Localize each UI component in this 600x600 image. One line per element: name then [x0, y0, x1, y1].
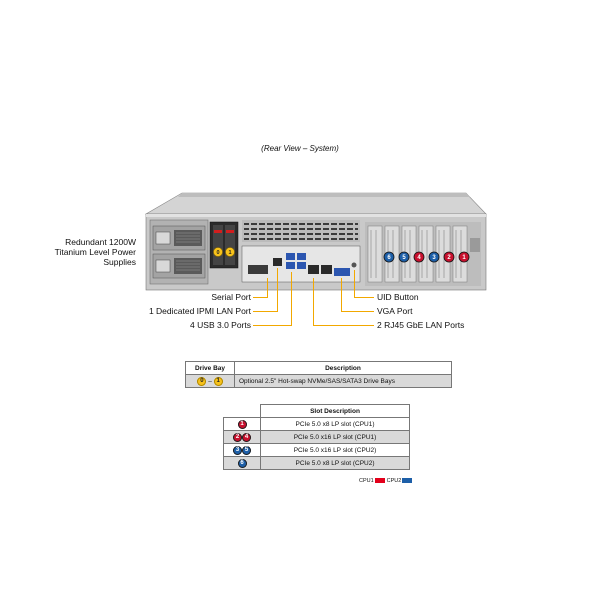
- uid-button-shape: [351, 262, 357, 268]
- svg-text:1: 1: [228, 250, 231, 256]
- callout-usb-v: [291, 272, 292, 326]
- callout-ipmi-h: [253, 311, 278, 312]
- callout-lan-v: [313, 278, 314, 326]
- slot-3-badge: 3: [233, 445, 242, 455]
- drive-bay-table: Drive Bay Description 0 – 1 Optional 2.5…: [185, 361, 452, 388]
- slot-description: PCIe 5.0 x8 LP slot (CPU2): [260, 456, 410, 470]
- slot-badges: 6 5 4 3 2 1: [383, 251, 470, 263]
- label-serial-port: Serial Port: [211, 292, 251, 302]
- slot-6-badge: 6: [237, 458, 247, 468]
- legend-cpu1-label: CPU1: [359, 478, 374, 484]
- slot-2-badge: 2: [233, 432, 242, 442]
- usb-port-shape-1: [286, 253, 295, 260]
- slot-badge-cell: 6: [223, 456, 261, 470]
- slot-description: PCIe 5.0 x16 LP slot (CPU1): [260, 430, 410, 444]
- usb-port-shape-3: [297, 253, 306, 260]
- usb-port-shape-2: [286, 262, 295, 269]
- label-lan-ports: 2 RJ45 GbE LAN Ports: [377, 320, 465, 330]
- label-usb-ports: 4 USB 3.0 Ports: [190, 320, 251, 330]
- label-power-supplies: Redundant 1200W Titanium Level Power Sup…: [54, 237, 136, 267]
- bay-badge-0: 0: [213, 247, 223, 257]
- label-uid-button: UID Button: [377, 292, 419, 302]
- legend-cpu1-swatch: [374, 478, 385, 484]
- slot-badge-2: 2: [443, 251, 455, 263]
- serial-port-shape: [248, 265, 268, 274]
- slot-badge-3: 3: [428, 251, 440, 263]
- view-caption: (Rear View – System): [261, 144, 339, 153]
- psu-2: [152, 253, 206, 279]
- slot-description: PCIe 5.0 x16 LP slot (CPU2): [260, 443, 410, 457]
- description-header: Description: [234, 361, 452, 375]
- callout-serial-h: [253, 297, 268, 298]
- bay-1-badge: 1: [213, 376, 223, 386]
- callout-uid-h: [354, 297, 374, 298]
- slot-4-badge: 4: [242, 432, 251, 442]
- slot-badge-1: 1: [458, 251, 470, 263]
- svg-text:3: 3: [432, 255, 436, 261]
- svg-text:6: 6: [387, 255, 391, 261]
- svg-text:0: 0: [216, 250, 219, 256]
- slot-5-badge: 5: [242, 445, 251, 455]
- legend-cpu2-label: CPU2: [386, 478, 402, 484]
- psu-1: [152, 225, 206, 251]
- label-vga-port: VGA Port: [377, 306, 413, 316]
- vga-port-shape: [334, 268, 350, 276]
- slot-1-badge: 1: [237, 419, 247, 429]
- callout-vga-v: [341, 278, 342, 312]
- slot-badge-4: 4: [413, 251, 425, 263]
- bay-badge-1: 1: [225, 247, 235, 257]
- svg-text:2: 2: [447, 255, 451, 261]
- table-row: 6 PCIe 5.0 x8 LP slot (CPU2): [223, 456, 410, 470]
- drive-bay-description: Optional 2.5" Hot-swap NVMe/SAS/SATA3 Dr…: [234, 374, 452, 388]
- vent-grid: [244, 223, 358, 240]
- slot-badge-5: 5: [398, 251, 410, 263]
- bay-0-badge: 0: [197, 376, 207, 386]
- label-ipmi-port: 1 Dedicated IPMI LAN Port: [148, 306, 251, 316]
- table-row: 1 PCIe 5.0 x8 LP slot (CPU1): [223, 417, 410, 431]
- lan-port-shape-1: [308, 265, 319, 274]
- drive-bay-header: Drive Bay: [185, 361, 235, 375]
- callout-serial-v: [267, 278, 268, 298]
- usb-port-shape-4: [297, 262, 306, 269]
- cpu-legend: CPU1 CPU2: [359, 478, 414, 484]
- table-row: 0 – 1 Optional 2.5" Hot-swap NVMe/SAS/SA…: [185, 374, 452, 388]
- slot-badge-cell: 1: [223, 417, 261, 431]
- callout-usb-h: [253, 325, 292, 326]
- drive-bay-cell: 0 – 1: [185, 374, 235, 388]
- lan-port-shape-2: [321, 265, 332, 274]
- svg-text:4: 4: [417, 255, 421, 261]
- callout-uid-v: [354, 270, 355, 298]
- callout-ipmi-v: [277, 268, 278, 312]
- slot-badge-header: [223, 404, 261, 418]
- slot-table: Slot Description 1 PCIe 5.0 x8 LP slot (…: [223, 404, 410, 470]
- svg-text:5: 5: [402, 255, 406, 261]
- svg-text:1: 1: [462, 255, 466, 261]
- slot-description-header: Slot Description: [260, 404, 410, 418]
- bay-range-separator: –: [208, 377, 212, 385]
- slot-badge-6: 6: [383, 251, 395, 263]
- legend-cpu2-swatch: [402, 478, 413, 484]
- slot-description: PCIe 5.0 x8 LP slot (CPU1): [260, 417, 410, 431]
- ipmi-port-shape: [273, 258, 282, 266]
- callout-lan-h: [313, 325, 374, 326]
- callout-vga-h: [341, 311, 374, 312]
